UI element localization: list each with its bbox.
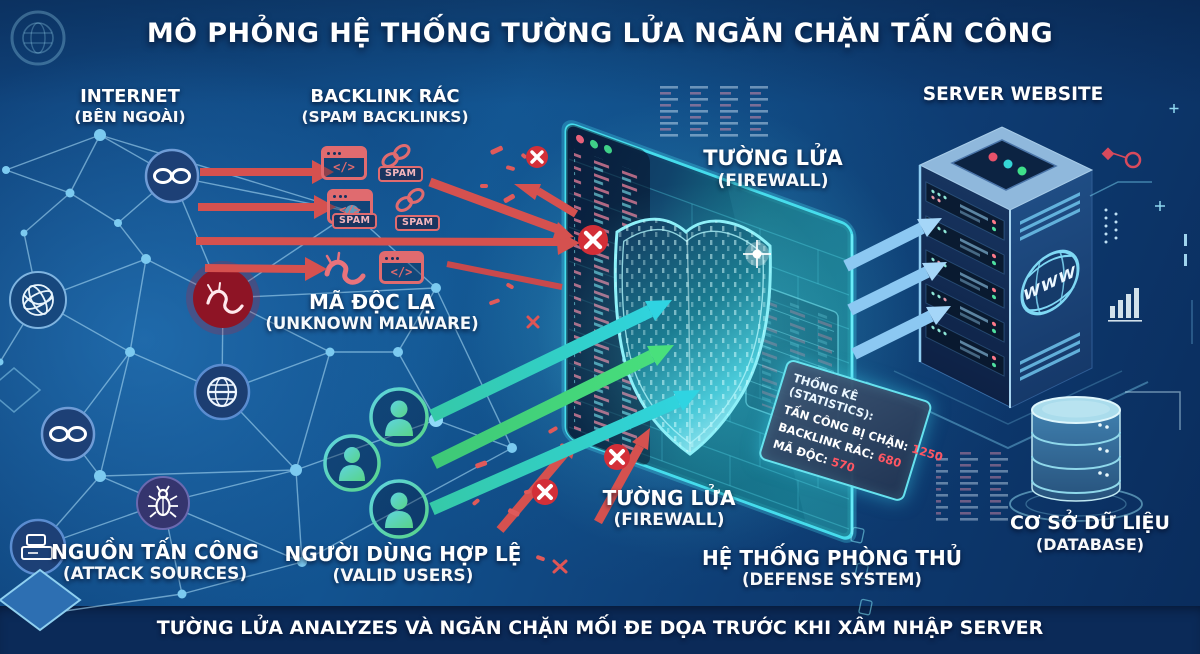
site-logo — [10, 10, 66, 66]
browser-bar — [324, 149, 364, 158]
label-firewall-bottom: TƯỜNG LỬA (FIREWALL) — [602, 486, 736, 530]
code-glyph: </> — [390, 265, 413, 279]
footer-caption: TƯỜNG LỬA ANALYZES VÀ NGĂN CHẶN MỐI ĐE D… — [156, 617, 1044, 639]
label-firewall-top: TƯỜNG LỬA (FIREWALL) — [703, 146, 843, 192]
code-glyph: </> — [333, 160, 355, 174]
label-database: CƠ SỞ DỮ LIỆU (DATABASE) — [1010, 512, 1170, 554]
decor-code-blocks — [648, 84, 1020, 522]
glint — [743, 240, 771, 268]
spam-tag: SPAM — [395, 215, 441, 232]
spam-tag: SPAM — [378, 166, 424, 183]
label-internet: INTERNET (BÊN NGOÀI) — [74, 86, 186, 126]
label-valid-users: NGƯỜI DÙNG HỢP LỆ (VALID USERS) — [284, 542, 522, 586]
bug-node-icon — [136, 476, 190, 530]
circuit-decor — [1089, 104, 1193, 344]
label-defense-system: HỆ THỐNG PHÒNG THỦ (DEFENSE SYSTEM) — [702, 546, 962, 589]
label-server-website: SERVER WEBSITE — [922, 84, 1104, 105]
x-marks — [526, 315, 568, 574]
spam-tag: SPAM — [332, 213, 378, 230]
globe-wire-icon — [9, 271, 67, 329]
chain-node-icon — [40, 406, 96, 462]
worm-icon — [324, 251, 366, 285]
malware-browser-icon: </> — [379, 251, 424, 284]
blocked-x-badges — [526, 146, 630, 505]
server-arrows — [843, 218, 951, 360]
decor-chips — [850, 526, 873, 616]
corner-diamond — [0, 367, 82, 632]
label-malware: MÃ ĐỘC LẠ (UNKNOWN MALWARE) — [265, 290, 479, 333]
footer-band — [0, 606, 1200, 654]
attack-arrows — [195, 145, 650, 574]
server-tower: WWW — [865, 126, 1181, 450]
printer-node-icon — [9, 518, 67, 576]
link-node-icon — [144, 148, 200, 204]
browser-bar — [330, 192, 370, 201]
valid-users-icons — [323, 387, 429, 539]
spam-chain-icon — [381, 144, 425, 212]
worm-node-icon — [186, 261, 260, 335]
globe-grid-icon — [193, 363, 251, 421]
safe-arrows — [429, 300, 700, 515]
label-attack-sources: NGUỒN TẤN CÔNG (ATTACK SOURCES) — [51, 540, 259, 584]
bar-chart-icon — [1108, 288, 1142, 322]
label-backlink: BACKLINK RÁC (SPAM BACKLINKS) — [301, 86, 469, 126]
database-icon — [1009, 396, 1143, 522]
page-title: MÔ PHỎNG HỆ THỐNG TƯỜNG LỬA NGĂN CHẶN TẤ… — [146, 18, 1054, 49]
spam-browser-icon: </> — [321, 146, 367, 180]
browser-bar — [382, 254, 421, 263]
